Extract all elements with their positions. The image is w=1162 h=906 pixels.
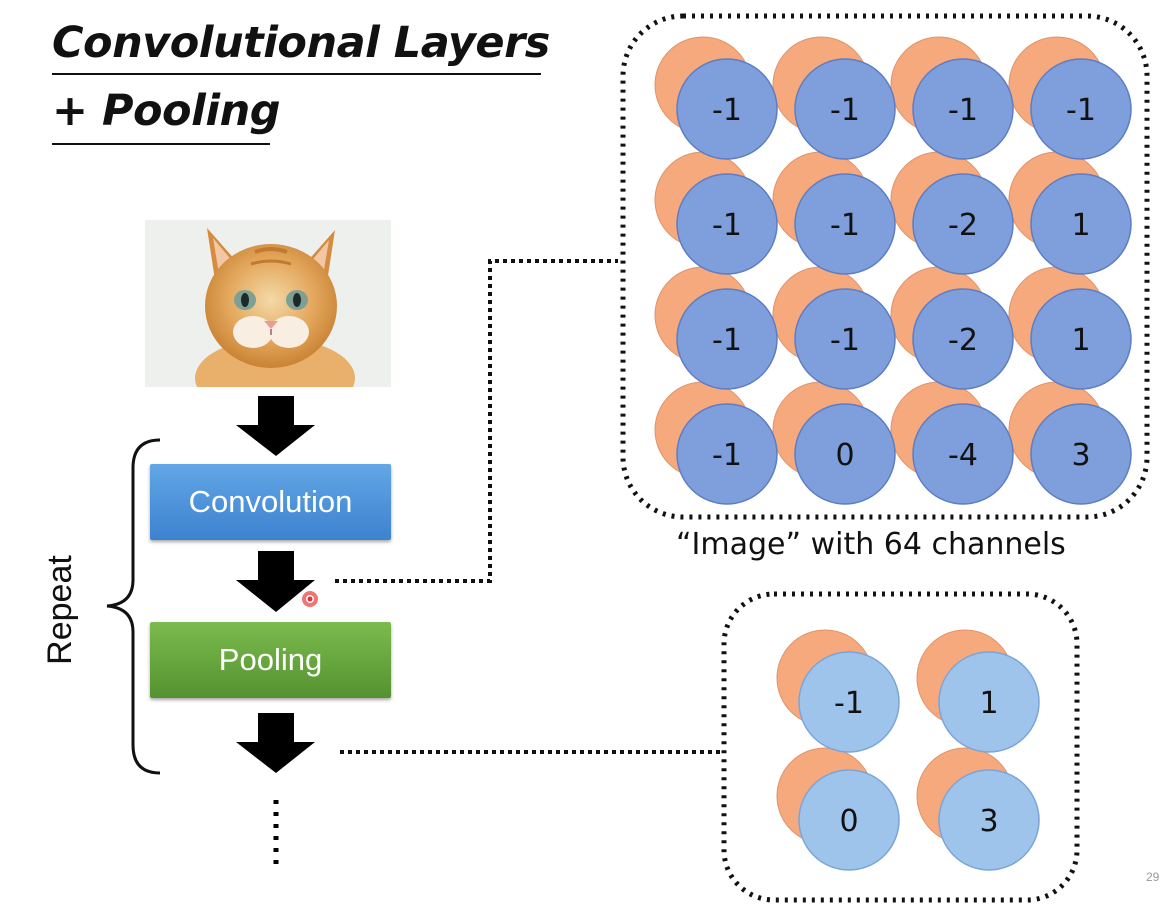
feature-map-grid: -1 -1 -1 -1 -1 -1 -2 1 -1 -1 -2 1 -1 0 -4 3	[654, 36, 1132, 505]
feature-value-0-3: -1	[1066, 93, 1096, 128]
feature-value-1-2: -2	[948, 208, 978, 243]
feature-cell-2-2	[912, 288, 1014, 390]
feature-back-channel-1-1	[772, 151, 870, 249]
pooled-value-0-0: -1	[834, 686, 864, 721]
feature-value-3-2: -4	[948, 438, 978, 473]
feature-cell-2-3	[1030, 288, 1132, 390]
feature-value-2-1: -1	[830, 323, 860, 358]
pooled-map-grid: -1 1 0 3	[776, 629, 1040, 871]
feature-cell-2-1	[794, 288, 896, 390]
pooled-back-channel-1-1	[916, 747, 1014, 845]
feature-value-0-2: -1	[948, 93, 978, 128]
feature-cell-2-0	[676, 288, 778, 390]
pooled-cell-1-1	[938, 769, 1040, 871]
feature-back-channel-3-0	[654, 381, 752, 479]
repeat-label: Repeat	[40, 555, 79, 665]
feature-value-3-0: -1	[712, 438, 742, 473]
pooled-cell-0-0	[798, 651, 900, 753]
feature-value-3-1: 0	[835, 438, 854, 473]
pooled-cell-1-0	[798, 769, 900, 871]
cat-image	[145, 220, 391, 387]
feature-cell-3-0	[676, 403, 778, 505]
laser-pointer-dot	[307, 596, 313, 602]
feature-value-2-3: 1	[1071, 323, 1090, 358]
feature-back-channel-3-3	[1008, 381, 1106, 479]
pooled-map-frame	[721, 591, 1080, 903]
pooled-value-0-1: 1	[979, 686, 998, 721]
feature-value-1-0: -1	[712, 208, 742, 243]
feature-value-0-1: -1	[830, 93, 860, 128]
feature-back-channel-0-1	[772, 36, 870, 134]
feature-map-caption: “Image” with 64 channels	[676, 527, 1066, 562]
convolution-label: Convolution	[188, 484, 353, 519]
feature-cell-3-3	[1030, 403, 1132, 505]
feature-cell-0-2	[912, 58, 1014, 160]
pooled-back-channel-0-0	[776, 629, 874, 727]
feature-cell-0-0	[676, 58, 778, 160]
feature-back-channel-3-1	[772, 381, 870, 479]
feature-cell-0-3	[1030, 58, 1132, 160]
pooled-value-1-1: 3	[979, 804, 998, 839]
feature-back-channel-3-2	[890, 381, 988, 479]
down-arrow-1	[236, 396, 315, 456]
feature-map-frame	[620, 13, 1150, 520]
feature-cell-1-1	[794, 173, 896, 275]
feature-cell-1-3	[1030, 173, 1132, 275]
convolution-box: Convolution	[150, 464, 391, 540]
slide-title-line-2: + Pooling	[52, 86, 280, 136]
feature-cell-1-0	[676, 173, 778, 275]
feature-back-channel-2-1	[772, 266, 870, 364]
feature-back-channel-1-2	[890, 151, 988, 249]
down-arrow-2	[236, 551, 315, 612]
title-underline-1	[52, 73, 541, 75]
feature-cell-0-1	[794, 58, 896, 160]
feature-value-3-3: 3	[1071, 438, 1090, 473]
feature-back-channel-2-2	[890, 266, 988, 364]
pooled-back-channel-0-1	[916, 629, 1014, 727]
title-underline-2	[52, 143, 270, 145]
feature-back-channel-1-3	[1008, 151, 1106, 249]
pooled-back-channel-1-0	[776, 747, 874, 845]
feature-back-channel-2-0	[654, 266, 752, 364]
feature-back-channel-2-3	[1008, 266, 1106, 364]
down-arrow-3	[236, 713, 315, 773]
feature-value-2-0: -1	[712, 323, 742, 358]
laser-pointer-core	[306, 595, 314, 603]
feature-back-channel-1-0	[654, 151, 752, 249]
feature-value-2-2: -2	[948, 323, 978, 358]
feature-back-channel-0-3	[1008, 36, 1106, 134]
laser-pointer	[302, 591, 318, 607]
feature-back-channel-0-0	[654, 36, 752, 134]
slide-title-line-1: Convolutional Layers	[52, 18, 550, 68]
pooled-value-1-0: 0	[839, 804, 858, 839]
feature-cell-3-1	[794, 403, 896, 505]
pooling-box: Pooling	[150, 622, 391, 698]
page-number: 29	[1146, 870, 1160, 884]
feature-cell-1-2	[912, 173, 1014, 275]
feature-back-channel-0-2	[890, 36, 988, 134]
feature-value-0-0: -1	[712, 93, 742, 128]
pooled-cell-0-1	[938, 651, 1040, 753]
feature-cell-3-2	[912, 403, 1014, 505]
feature-value-1-1: -1	[830, 208, 860, 243]
pooling-label: Pooling	[218, 642, 323, 677]
feature-value-1-3: 1	[1071, 208, 1090, 243]
